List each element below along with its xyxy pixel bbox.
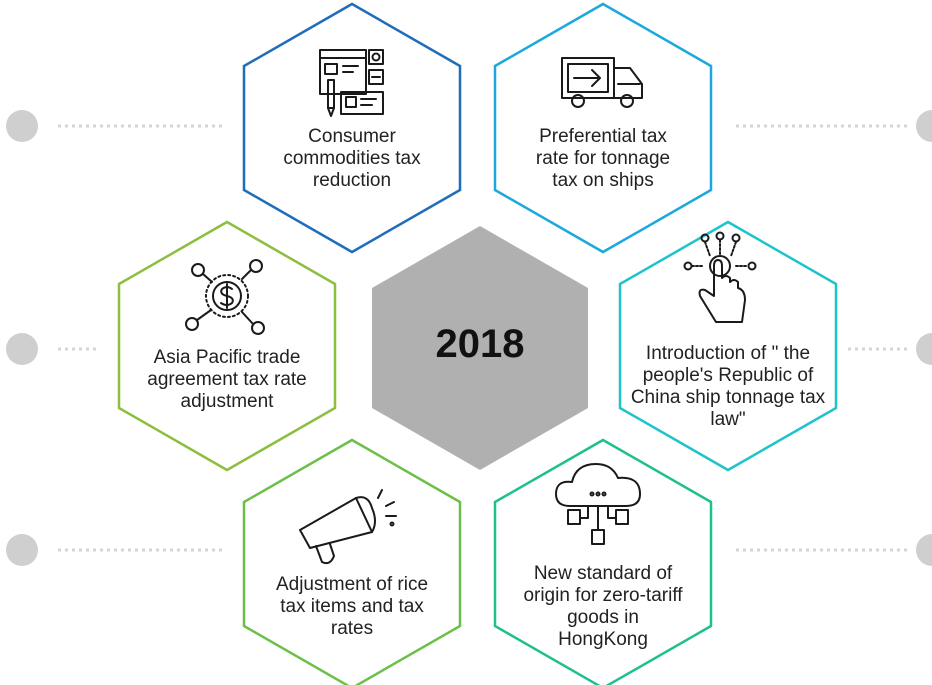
hexagon-rice-label: Adjustment of rice tax items and tax rat… (275, 574, 429, 639)
connector-left-top (6, 110, 222, 142)
hexagon-consumer-label: Consumer commodities tax reduction (283, 126, 421, 191)
touch-hand-icon (683, 231, 757, 323)
connector-circle (916, 333, 932, 365)
hexagon-rice (242, 438, 462, 685)
hexagon-law (618, 220, 838, 472)
megaphone-icon (299, 489, 397, 565)
dollar-network-icon (185, 259, 265, 335)
document-layout-icon (319, 49, 384, 117)
connector-right-top (736, 110, 932, 142)
connector-left-bottom (6, 534, 222, 566)
hexagon-asia-label: Asia Pacific trade agreement tax rate ad… (147, 347, 307, 412)
connector-circle (916, 534, 932, 566)
hexagon-consumer (242, 2, 462, 254)
hexagon-hongkong (493, 438, 713, 685)
center-year-label: 2018 (435, 322, 525, 366)
hexagon-tonnage-label: Preferential tax rate for tonnage tax on… (535, 126, 671, 191)
connector-circle (6, 333, 38, 365)
connector-right-middle (848, 333, 932, 365)
hexagon-tonnage (493, 2, 713, 254)
cloud-network-icon (555, 463, 641, 545)
hexagon-law-label: Introduction of " the people's Republic … (630, 343, 826, 430)
hexagon-asia (117, 220, 337, 472)
connector-right-bottom (736, 534, 932, 566)
center-hexagon (372, 226, 588, 470)
delivery-truck-icon (561, 57, 643, 108)
hexagon-hongkong-label: New standard of origin for zero-tariff g… (523, 563, 683, 650)
connector-circle (6, 534, 38, 566)
connector-circle (916, 110, 932, 142)
connector-circle (6, 110, 38, 142)
connector-left-middle (6, 333, 98, 365)
